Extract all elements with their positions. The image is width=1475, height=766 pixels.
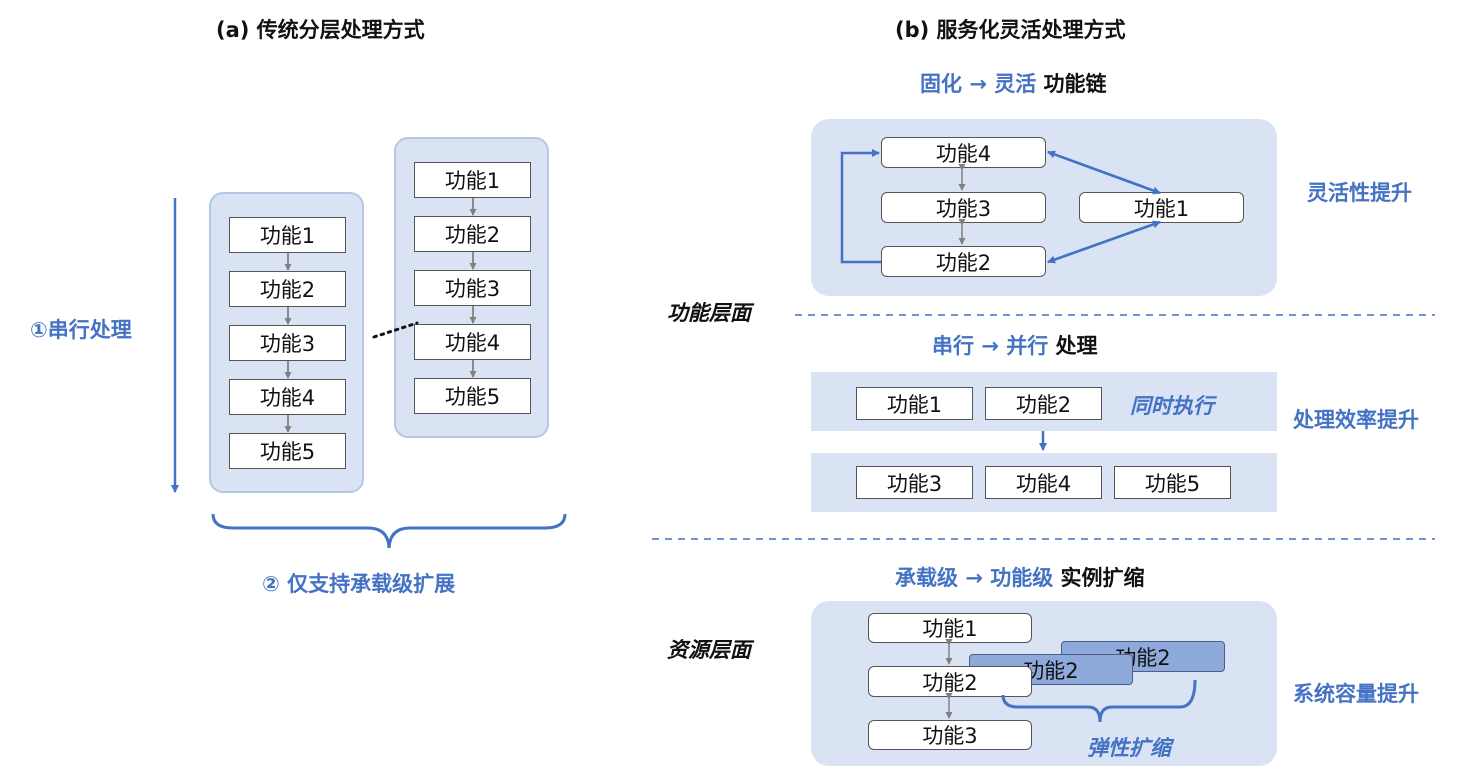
- col1-box-3: 功能3: [229, 325, 346, 361]
- col2-box-1: 功能1: [414, 162, 531, 198]
- sec1-heading-tail: 功能链: [1043, 72, 1107, 96]
- col2-box-2: 功能2: [414, 216, 531, 252]
- sec1-box-func1: 功能1: [1079, 192, 1244, 223]
- sec1-heading-from: 固化: [920, 72, 962, 96]
- col1-box-4: 功能4: [229, 379, 346, 415]
- sec3-elastic-label: 弹性扩缩: [1087, 736, 1171, 760]
- sec2-box-func3: 功能3: [856, 466, 973, 499]
- sec2-heading: 串行 → 并行 处理: [932, 330, 1098, 360]
- left-title: (a) 传统分层处理方式: [216, 18, 425, 42]
- layer-function-label: 功能层面: [667, 301, 751, 325]
- sec2-heading-tail: 处理: [1055, 334, 1098, 358]
- sec3-heading-arrow: →: [965, 566, 983, 590]
- sec1-box-func3: 功能3: [881, 192, 1046, 223]
- sec3-benefit: 系统容量提升: [1293, 682, 1419, 706]
- layer-resource-label: 资源层面: [667, 638, 751, 662]
- col1-box-5: 功能5: [229, 433, 346, 469]
- sec3-heading-tail: 实例扩缩: [1060, 566, 1145, 590]
- sec3-box-func2: 功能2: [868, 666, 1032, 697]
- sec3-heading-from: 承载级: [895, 566, 958, 590]
- sec1-heading-arrow: →: [969, 72, 987, 96]
- sec1-heading: 固化 → 灵活 功能链: [920, 68, 1107, 98]
- sec2-box-func2: 功能2: [985, 387, 1102, 420]
- sec2-box-func4: 功能4: [985, 466, 1102, 499]
- col2-box-5: 功能5: [414, 378, 531, 414]
- right-title: (b) 服务化灵活处理方式: [895, 18, 1126, 42]
- sec1-benefit: 灵活性提升: [1307, 181, 1412, 205]
- serial-label: ①串行处理: [30, 318, 132, 342]
- sec2-heading-arrow: →: [981, 334, 999, 358]
- sec3-heading: 承载级 → 功能级 实例扩缩: [895, 562, 1145, 592]
- sec2-box-func5: 功能5: [1114, 466, 1231, 499]
- sec2-heading-from: 串行: [932, 334, 974, 358]
- col1-box-2: 功能2: [229, 271, 346, 307]
- col2-box-3: 功能3: [414, 270, 531, 306]
- sec3-box-func1: 功能1: [868, 613, 1032, 643]
- sec2-box-func1: 功能1: [856, 387, 973, 420]
- col2-box-4: 功能4: [414, 324, 531, 360]
- sec1-box-func4: 功能4: [881, 137, 1046, 168]
- sec2-benefit: 处理效率提升: [1293, 408, 1419, 432]
- scale-label: ② 仅支持承载级扩展: [262, 572, 456, 596]
- col1-box-1: 功能1: [229, 217, 346, 253]
- sec3-box-func3: 功能3: [868, 720, 1032, 750]
- sec1-heading-to: 灵活: [994, 72, 1037, 96]
- sec3-heading-to: 功能级: [990, 566, 1054, 590]
- bottom-brace: [211, 513, 567, 549]
- sec1-box-func2: 功能2: [881, 246, 1046, 277]
- sec2-heading-to: 并行: [1006, 334, 1049, 358]
- sec2-simultaneous-label: 同时执行: [1130, 394, 1214, 418]
